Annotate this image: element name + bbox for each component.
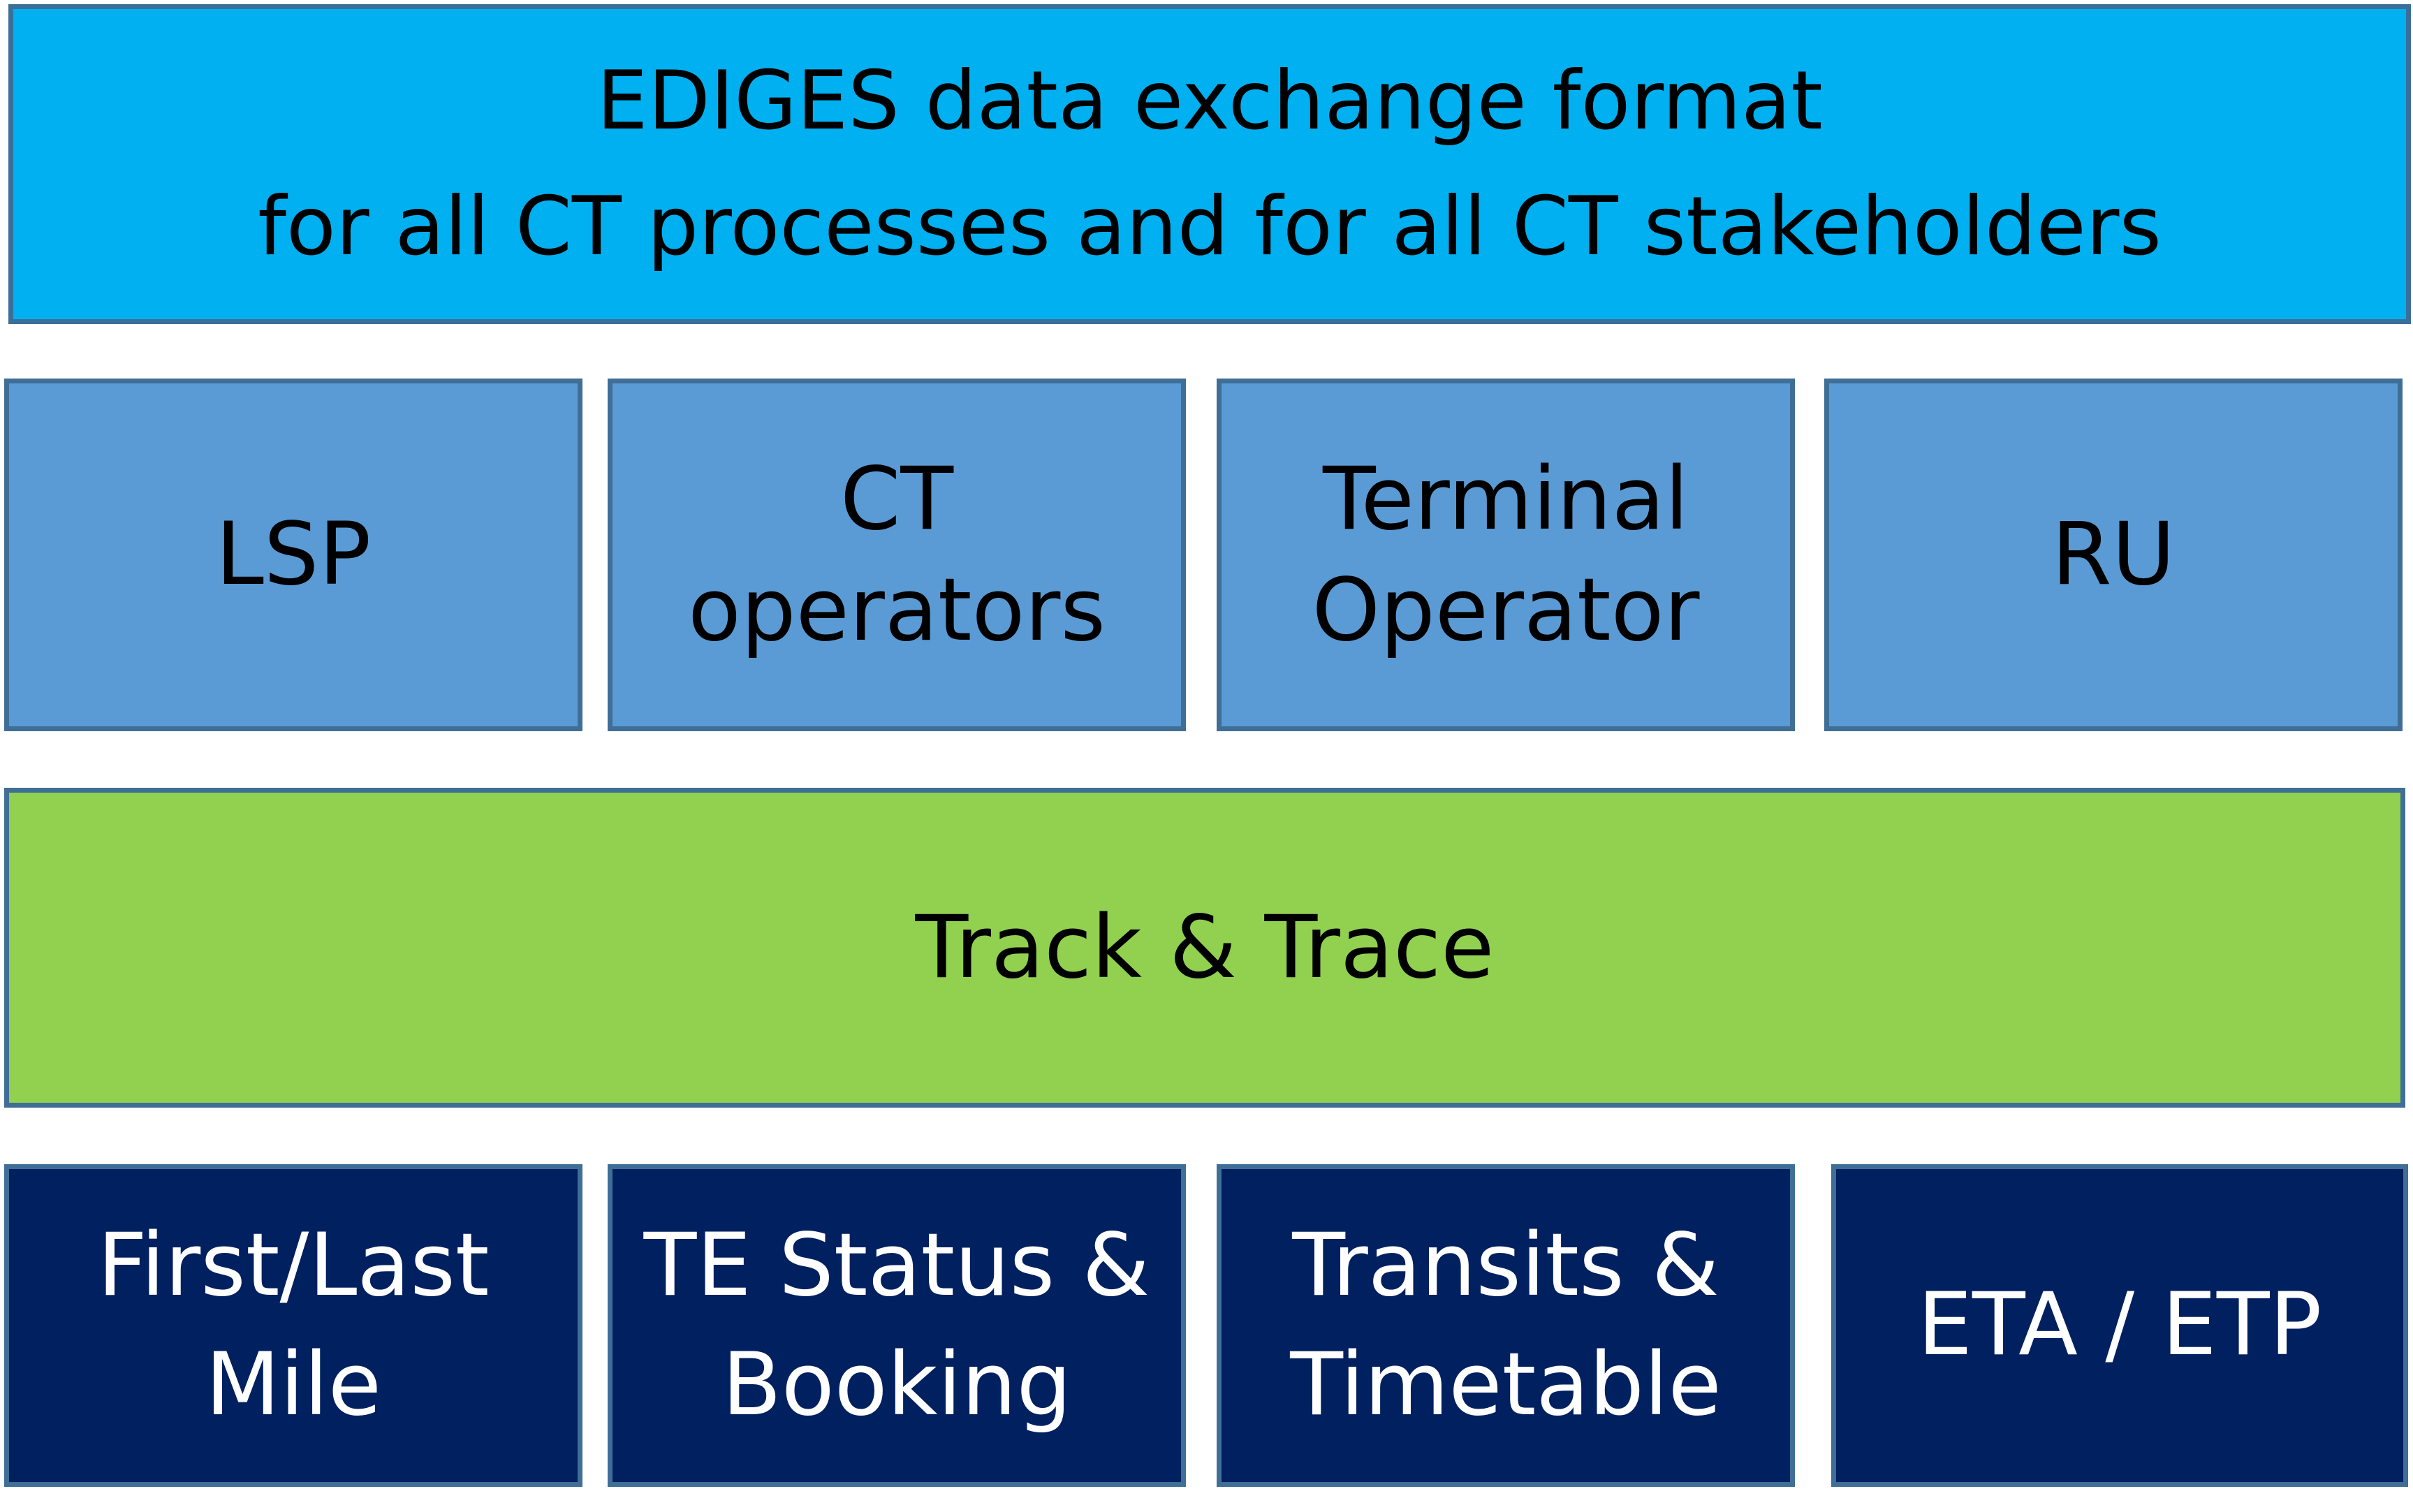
process-label: Mile [205, 1335, 382, 1435]
process-box-first-last-mile: First/Last Mile [4, 1164, 582, 1487]
process-label: Transits & [1292, 1214, 1719, 1316]
banner-line-1: EDIGES data exchange format [596, 54, 1823, 149]
process-label: ETA / ETP [1917, 1275, 2322, 1376]
stakeholder-box-lsp: LSP [4, 379, 582, 731]
stakeholder-label: CT [839, 448, 954, 550]
process-box-transits-timetable: Transits & Timetable [1217, 1164, 1795, 1487]
track-and-trace-band: Track & Trace [4, 788, 2405, 1108]
stakeholder-box-ru: RU [1824, 379, 2403, 731]
banner-line-2: for all CT processes and for all CT stak… [258, 179, 2162, 274]
process-label: First/Last [97, 1214, 490, 1316]
stakeholder-box-terminal-operator: Terminal Operator [1217, 379, 1795, 731]
stakeholder-label: RU [2051, 504, 2176, 605]
service-label: Track & Trace [915, 897, 1495, 998]
process-box-te-status-booking: TE Status & Booking [608, 1164, 1186, 1487]
stakeholder-box-ct-operators: CT operators [608, 379, 1186, 731]
process-label: Timetable [1290, 1335, 1722, 1435]
stakeholder-label: operators [688, 559, 1106, 661]
stakeholder-label: LSP [215, 504, 372, 605]
process-label: TE Status & [643, 1214, 1150, 1316]
process-box-eta-etp: ETA / ETP [1831, 1164, 2408, 1487]
process-label: Booking [721, 1335, 1072, 1435]
edi-format-banner: EDIGES data exchange format for all CT p… [8, 4, 2411, 324]
stakeholder-label: Terminal [1322, 448, 1689, 550]
stakeholder-label: Operator [1312, 559, 1700, 661]
